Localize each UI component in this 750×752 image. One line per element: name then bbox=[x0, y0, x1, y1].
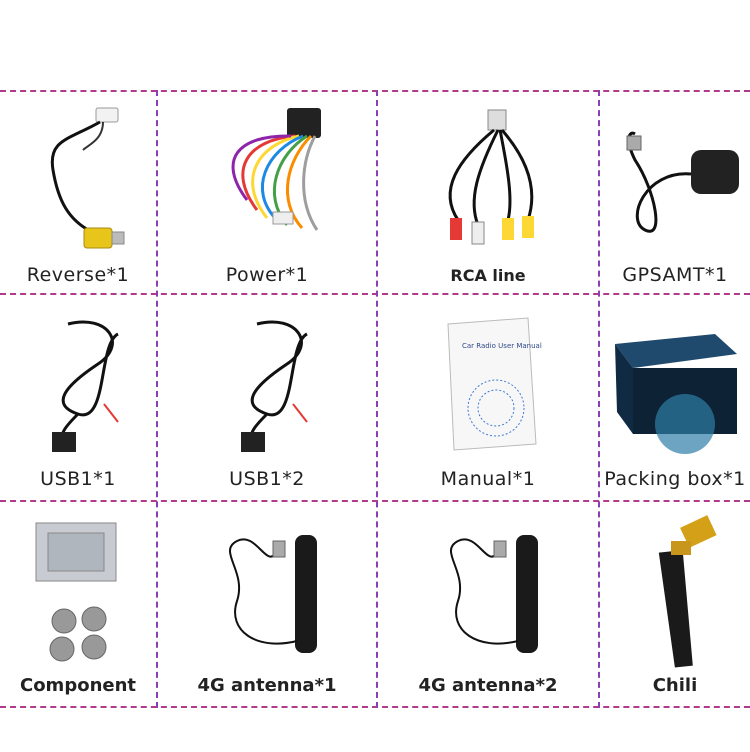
item-power-harness: Power*1 bbox=[158, 92, 376, 292]
row-divider bbox=[0, 90, 750, 92]
4g-antenna-icon bbox=[378, 511, 598, 671]
item-label: Reverse*1 bbox=[26, 264, 130, 286]
item-label: 4G antenna*1 bbox=[197, 675, 337, 696]
item-label: RCA line bbox=[450, 266, 526, 285]
item-label: Power*1 bbox=[225, 264, 309, 286]
reverse-camera-cable-icon bbox=[0, 100, 156, 260]
item-label: Manual*1 bbox=[440, 468, 536, 490]
item-packing-box: Packing box*1 bbox=[600, 296, 750, 500]
item-manual: Car Radio User Manual Manual*1 bbox=[378, 296, 598, 500]
item-4g-antenna-2: 4G antenna*2 bbox=[378, 503, 598, 707]
item-4g-antenna-1: 4G antenna*1 bbox=[158, 503, 376, 707]
accessories-grid: Reverse*1 Power*1 bbox=[0, 90, 750, 710]
manual-cover-text: Car Radio User Manual bbox=[462, 342, 542, 350]
row-divider bbox=[0, 706, 750, 708]
chili-antenna-icon bbox=[600, 511, 750, 671]
column-divider bbox=[156, 90, 158, 708]
usb-cable-icon bbox=[0, 304, 156, 464]
gps-antenna-icon bbox=[600, 100, 750, 260]
item-component: Component bbox=[0, 503, 156, 707]
item-label: Packing box*1 bbox=[604, 468, 746, 490]
packing-box-icon bbox=[600, 304, 750, 464]
item-label: Component bbox=[19, 675, 137, 696]
item-label: GPSAMT*1 bbox=[622, 264, 728, 286]
row-divider bbox=[0, 500, 750, 502]
item-label: USB1*2 bbox=[229, 468, 305, 490]
4g-antenna-icon bbox=[158, 511, 376, 671]
usb-cable-icon bbox=[158, 304, 376, 464]
row-divider bbox=[0, 293, 750, 295]
item-usb-2: USB1*2 bbox=[158, 296, 376, 500]
column-divider bbox=[376, 90, 378, 708]
item-gps-antenna: GPSAMT*1 bbox=[600, 92, 750, 292]
rca-cable-icon bbox=[378, 100, 598, 260]
item-label: USB1*1 bbox=[40, 468, 116, 490]
item-rca-line: RCA line bbox=[378, 92, 598, 292]
column-divider bbox=[598, 90, 600, 708]
item-reverse-cable: Reverse*1 bbox=[0, 92, 156, 292]
item-label: Chili bbox=[652, 675, 698, 696]
item-usb-1: USB1*1 bbox=[0, 296, 156, 500]
bracket-screws-icon bbox=[0, 511, 156, 671]
item-label: 4G antenna*2 bbox=[418, 675, 558, 696]
manual-booklet-icon: Car Radio User Manual bbox=[378, 304, 598, 464]
item-chili-antenna: Chili bbox=[600, 503, 750, 707]
power-harness-icon bbox=[158, 100, 376, 260]
